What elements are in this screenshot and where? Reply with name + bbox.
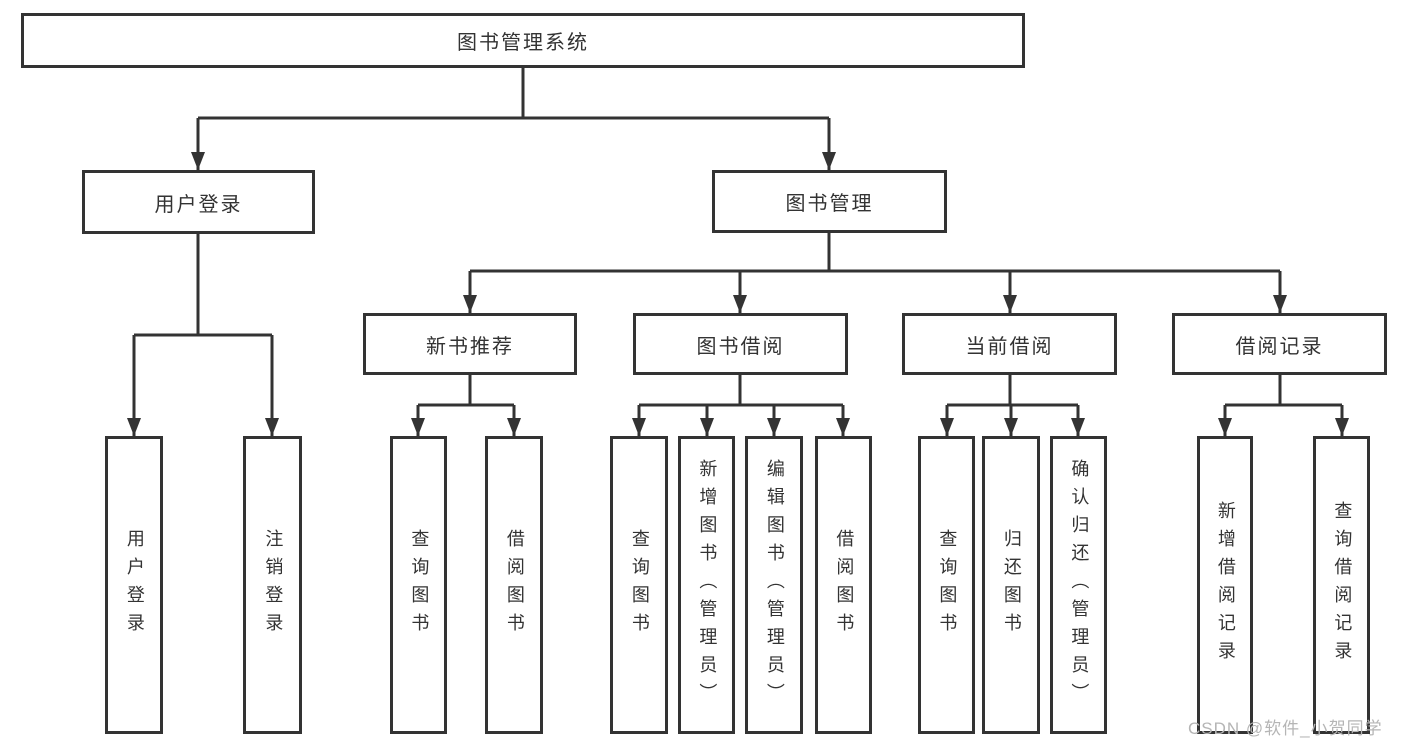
node-leaf-logout: 注销登录 xyxy=(243,436,302,734)
node-leaf-borrow-query-books: 查询图书 xyxy=(610,436,668,734)
connector-book-borrow-bar xyxy=(639,375,843,407)
node-leaf-confirm-return-admin-label: 确认归还（管理员） xyxy=(1069,459,1090,711)
node-leaf-confirm-return-admin: 确认归还（管理员） xyxy=(1050,436,1107,734)
node-user-login: 用户登录 xyxy=(82,170,315,234)
node-leaf-add-books-admin: 新增图书（管理员） xyxy=(678,436,735,734)
node-current-borrow: 当前借阅 xyxy=(902,313,1117,375)
node-leaf-logout-label: 注销登录 xyxy=(263,529,284,641)
node-leaf-return-books: 归还图书 xyxy=(982,436,1040,734)
node-leaf-borrow-query-books-label: 查询图书 xyxy=(629,529,650,641)
node-leaf-add-borrow-record-label: 新增借阅记录 xyxy=(1215,501,1236,669)
connector-current-borrow-bar xyxy=(947,375,1078,407)
node-borrow-records-label: 借阅记录 xyxy=(1235,335,1324,358)
connector-user-login-bar xyxy=(134,234,272,337)
node-leaf-current-query-books: 查询图书 xyxy=(918,436,975,734)
node-book-borrow-label: 图书借阅 xyxy=(696,335,785,358)
node-leaf-edit-books-admin-label: 编辑图书（管理员） xyxy=(764,459,785,711)
node-leaf-borrow-books-label: 借阅图书 xyxy=(834,529,855,641)
node-leaf-recommend-borrow-books: 借阅图书 xyxy=(485,436,543,734)
node-leaf-query-borrow-record-label: 查询借阅记录 xyxy=(1332,501,1353,669)
node-new-book-recommend: 新书推荐 xyxy=(363,313,577,375)
node-root-label: 图书管理系统 xyxy=(457,32,589,54)
node-leaf-user-login-label: 用户登录 xyxy=(124,529,145,641)
node-current-borrow-label: 当前借阅 xyxy=(965,335,1054,358)
node-leaf-recommend-query-books: 查询图书 xyxy=(390,436,447,734)
node-leaf-recommend-borrow-books-label: 借阅图书 xyxy=(504,529,525,641)
node-leaf-edit-books-admin: 编辑图书（管理员） xyxy=(745,436,803,734)
csdn-watermark: CSDN @软件_小贺同学 xyxy=(1188,719,1383,738)
node-leaf-recommend-query-books-label: 查询图书 xyxy=(409,529,430,641)
connector-new-book-rec-bar xyxy=(418,375,514,407)
node-leaf-current-query-books-label: 查询图书 xyxy=(937,529,958,641)
node-root: 图书管理系统 xyxy=(21,13,1025,68)
connector-root-bar xyxy=(198,68,829,120)
node-leaf-borrow-books: 借阅图书 xyxy=(815,436,872,734)
node-book-borrow: 图书借阅 xyxy=(633,313,848,375)
node-leaf-add-books-admin-label: 新增图书（管理员） xyxy=(697,459,718,711)
connector-borrow-records-bar xyxy=(1225,375,1342,407)
node-book-mgmt-label: 图书管理 xyxy=(785,193,874,215)
node-book-mgmt: 图书管理 xyxy=(712,170,947,233)
node-leaf-return-books-label: 归还图书 xyxy=(1001,529,1022,641)
node-borrow-records: 借阅记录 xyxy=(1172,313,1387,375)
node-leaf-user-login: 用户登录 xyxy=(105,436,163,734)
node-new-book-recommend-label: 新书推荐 xyxy=(426,335,514,358)
node-user-login-label: 用户登录 xyxy=(154,193,243,216)
node-leaf-add-borrow-record: 新增借阅记录 xyxy=(1197,436,1253,734)
connector-book-mgmt-bar xyxy=(470,233,1280,273)
node-leaf-query-borrow-record: 查询借阅记录 xyxy=(1313,436,1370,734)
